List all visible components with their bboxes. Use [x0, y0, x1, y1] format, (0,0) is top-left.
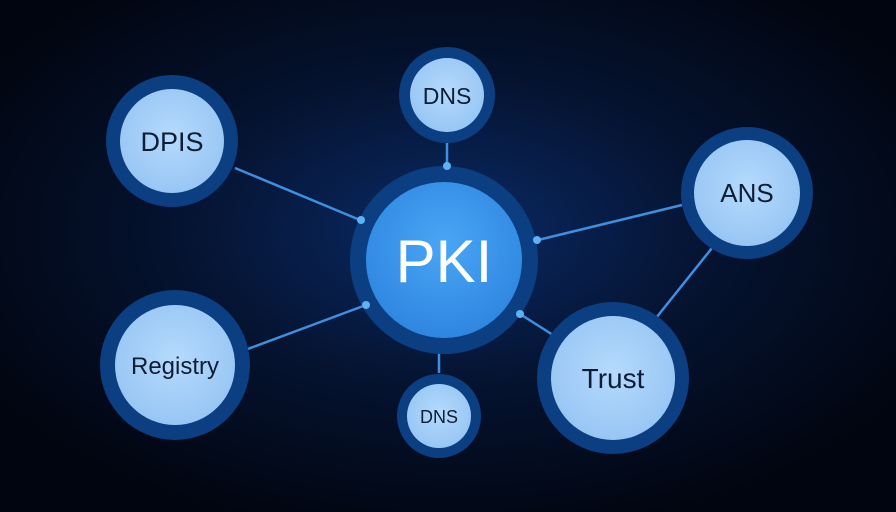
edge-dpis-pki: [234, 166, 361, 222]
node-label: Trust: [582, 363, 645, 394]
node-pki: PKI: [350, 166, 538, 354]
node-label: DNS: [423, 83, 472, 109]
node-dns-bottom: DNS: [397, 374, 481, 458]
edge-registry-pki: [244, 303, 367, 352]
node-dpis: DPIS: [106, 75, 238, 207]
node-registry: Registry: [100, 290, 250, 440]
node-ans: ANS: [681, 127, 813, 259]
edge-ans-pki: [537, 203, 683, 242]
node-label: DPIS: [140, 127, 203, 157]
node-dns-top: DNS: [399, 47, 495, 143]
node-label: Registry: [131, 353, 219, 380]
connector-dots: [357, 162, 541, 318]
node-label: PKI: [396, 228, 493, 295]
node-trust: Trust: [537, 302, 689, 454]
edge-trust-pki: [519, 312, 554, 337]
node-label: DNS: [420, 407, 458, 427]
edge-ans-trust: [655, 247, 713, 319]
node-label: ANS: [720, 178, 773, 208]
edges: [234, 143, 713, 373]
